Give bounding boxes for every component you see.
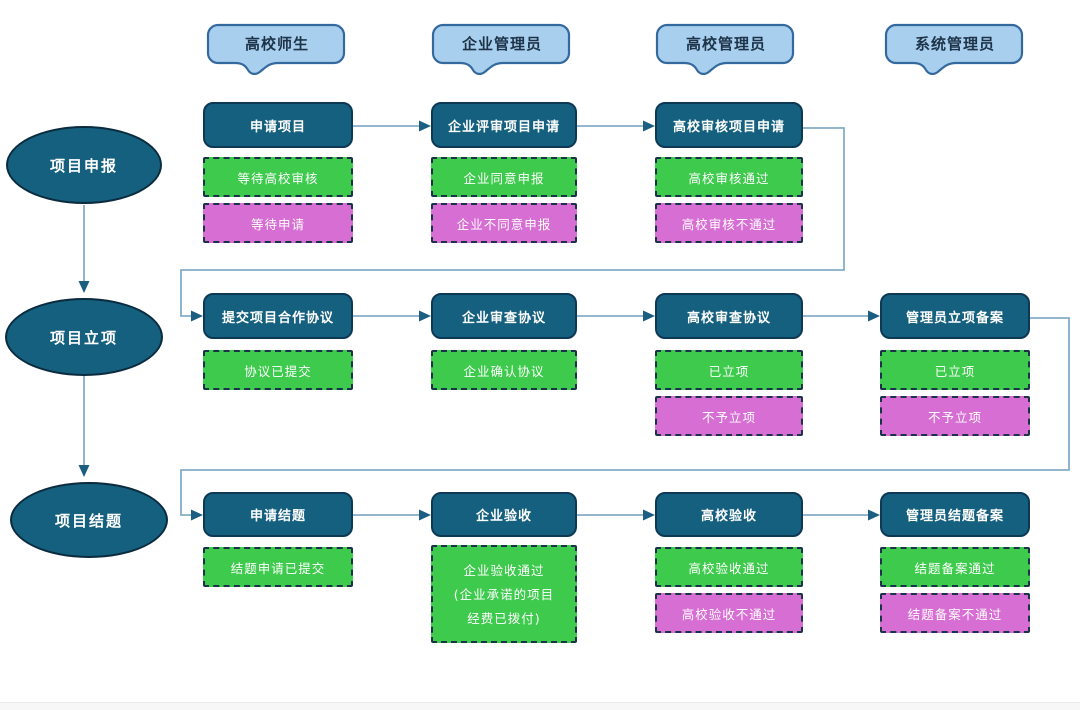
lane-header-label: 企业管理员 — [461, 34, 542, 53]
status-success-r2c3: 已立项 — [655, 350, 803, 390]
phase-ellipse-declare: 项目申报 — [6, 126, 162, 204]
process-node-r3c1: 申请结题 — [203, 492, 353, 537]
process-node-r2c4: 管理员立项备案 — [880, 293, 1030, 339]
status-success-r3c3: 高校验收通过 — [655, 547, 803, 587]
lane-header-enterprise-admin: 企业管理员 — [431, 23, 573, 75]
status-success-line: 经费已拨付) — [467, 610, 541, 626]
banner-shape-icon — [655, 23, 795, 75]
banner-shape-icon — [884, 23, 1024, 75]
status-success-line: (企业承诺的项目 — [453, 586, 555, 602]
process-node-r1c2: 企业评审项目申请 — [431, 102, 577, 148]
lane-header-university-staff: 高校师生 — [206, 23, 348, 75]
process-node-r1c3: 高校审核项目申请 — [655, 102, 803, 148]
status-fail-r1c3: 高校审核不通过 — [655, 203, 803, 243]
lane-header-label: 高校师生 — [244, 34, 309, 53]
process-node-r2c2: 企业审查协议 — [431, 293, 577, 339]
status-success-r2c2: 企业确认协议 — [431, 350, 577, 390]
banner-shape-icon — [206, 23, 346, 75]
status-fail-r2c3: 不予立项 — [655, 396, 803, 436]
status-success-r1c3: 高校审核通过 — [655, 157, 803, 197]
process-node-r2c1: 提交项目合作协议 — [203, 293, 353, 339]
process-node-r1c1: 申请项目 — [203, 102, 353, 148]
status-success-r3c2: 企业验收通过 (企业承诺的项目 经费已拨付) — [431, 545, 577, 643]
status-fail-r3c3: 高校验收不通过 — [655, 593, 803, 633]
status-success-line: 企业验收通过 — [463, 562, 545, 578]
status-success-r2c1: 协议已提交 — [203, 350, 353, 390]
phase-ellipse-conclusion: 项目结题 — [10, 482, 168, 558]
status-success-r2c4: 已立项 — [880, 350, 1030, 390]
status-success-r3c1: 结题申请已提交 — [203, 547, 353, 587]
status-success-r1c2: 企业同意申报 — [431, 157, 577, 197]
process-node-r2c3: 高校审查协议 — [655, 293, 803, 339]
status-success-r1c1: 等待高校审核 — [203, 157, 353, 197]
lane-header-system-admin: 系统管理员 — [884, 23, 1026, 75]
loop-connector-r2-r3 — [180, 317, 1070, 516]
phase-ellipse-approval: 项目立项 — [5, 298, 163, 376]
status-fail-r1c1: 等待申请 — [203, 203, 353, 243]
process-node-r3c2: 企业验收 — [431, 492, 577, 537]
bottom-edge-strip — [0, 702, 1080, 710]
arrowheads — [78, 120, 880, 521]
process-node-r3c3: 高校验收 — [655, 492, 803, 537]
loop-connector-r1-r2 — [180, 127, 845, 317]
lane-header-label: 高校管理员 — [685, 34, 766, 53]
status-fail-r1c2: 企业不同意申报 — [431, 203, 577, 243]
status-fail-r3c4: 结题备案不通过 — [880, 593, 1030, 633]
status-success-r3c4: 结题备案通过 — [880, 547, 1030, 587]
process-node-r3c4: 管理员结题备案 — [880, 492, 1030, 537]
status-fail-r2c4: 不予立项 — [880, 396, 1030, 436]
banner-shape-icon — [431, 23, 571, 75]
lane-header-label: 系统管理员 — [914, 34, 995, 53]
lane-header-university-admin: 高校管理员 — [655, 23, 797, 75]
